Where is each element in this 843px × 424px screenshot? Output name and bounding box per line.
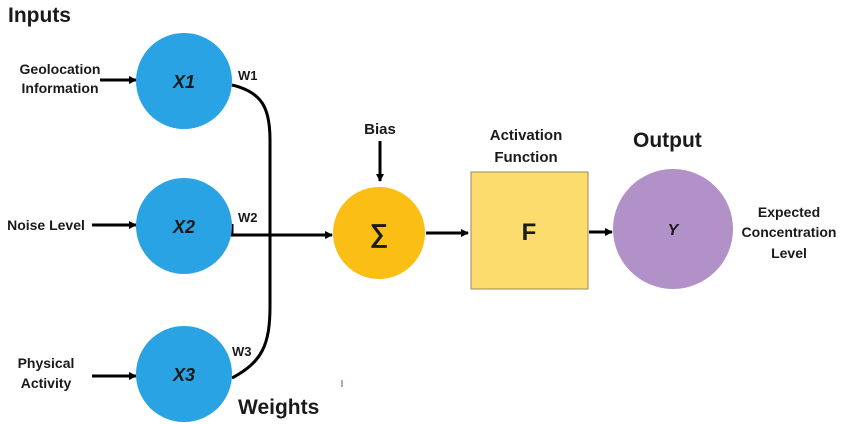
input-node-x3-label: X3 xyxy=(172,365,195,385)
bias-label: Bias xyxy=(364,121,396,138)
input-node-x1-label: X1 xyxy=(172,72,195,92)
weights-bracket xyxy=(231,83,272,380)
weight-w2-label: W2 xyxy=(238,210,258,225)
input-1-label-line2: Information xyxy=(22,80,99,96)
result-label-line1: Expected xyxy=(758,204,820,220)
input-node-x3 xyxy=(136,326,232,422)
output-heading: Output xyxy=(633,129,702,152)
summation-node xyxy=(333,187,425,279)
weights-heading: Weights xyxy=(238,396,319,419)
input-node-x1 xyxy=(136,33,232,129)
activation-title-line1: Activation xyxy=(490,127,563,144)
activation-box xyxy=(470,171,589,290)
input-3-label-line1: Physical xyxy=(18,355,75,371)
result-label-line3: Level xyxy=(771,245,807,261)
inputs-heading: Inputs xyxy=(8,4,71,27)
weight-w3-label: W3 xyxy=(232,344,252,359)
input-1-label-line1: Geolocation xyxy=(20,61,101,77)
input-node-x2-label: X2 xyxy=(172,217,195,237)
weight-w1-label: W1 xyxy=(238,68,258,83)
activation-title-line2: Function xyxy=(494,149,557,166)
output-node-y-label: Y xyxy=(668,222,680,239)
input-node-x2 xyxy=(136,178,232,274)
summation-symbol: ∑ xyxy=(370,218,389,248)
input-2-label: Noise Level xyxy=(7,217,85,233)
output-node-y xyxy=(613,169,733,289)
weight-2-connector xyxy=(230,224,270,237)
input-3-label-line2: Activity xyxy=(21,375,72,391)
activation-symbol: F xyxy=(522,219,537,246)
result-label-line2: Concentration xyxy=(742,224,837,240)
